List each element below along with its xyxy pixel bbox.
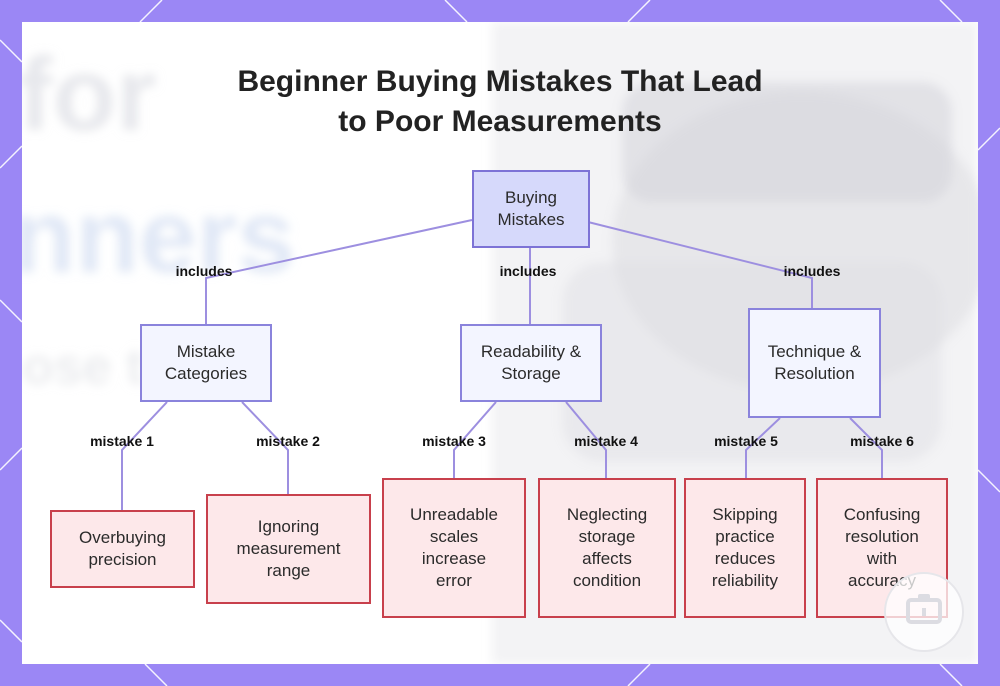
- node-label: Readability & Storage: [476, 341, 586, 385]
- connector-cat1-m1: [122, 402, 167, 510]
- node-label: Unreadable scales increase error: [402, 504, 506, 592]
- node-label: Technique & Resolution: [768, 341, 862, 385]
- node-label: Neglecting storage affects condition: [559, 504, 655, 592]
- edge-label-includes-1: includes: [176, 262, 233, 280]
- edge-label-mistake-4: mistake 4: [574, 432, 638, 450]
- edge-label-includes-3: includes: [784, 262, 841, 280]
- node-skipping-practice: Skipping practice reduces reliability: [684, 478, 806, 618]
- node-unreadable-scales: Unreadable scales increase error: [382, 478, 526, 618]
- edge-label-mistake-5: mistake 5: [714, 432, 778, 450]
- diagram-card: for nners ose t Beginner Buying Mistakes…: [22, 22, 978, 664]
- node-mistake-categories: Mistake Categories: [140, 324, 272, 402]
- edge-label-includes-2: includes: [500, 262, 557, 280]
- node-label: Buying Mistakes: [480, 187, 582, 231]
- connector-root-cat3: [588, 222, 812, 308]
- connector-root-cat1: [206, 220, 472, 324]
- watermark-logo-icon: [882, 570, 966, 654]
- node-overbuying-precision: Overbuying precision: [50, 510, 195, 588]
- node-label: Overbuying precision: [70, 527, 176, 571]
- node-label: Mistake Categories: [158, 341, 254, 385]
- node-neglecting-storage: Neglecting storage affects condition: [538, 478, 676, 618]
- edge-label-mistake-2: mistake 2: [256, 432, 320, 450]
- edge-label-mistake-6: mistake 6: [850, 432, 914, 450]
- node-label: Skipping practice reduces reliability: [702, 504, 788, 592]
- edge-label-mistake-1: mistake 1: [90, 432, 154, 450]
- node-ignoring-measurement-range: Ignoring measurement range: [206, 494, 371, 604]
- edge-label-mistake-3: mistake 3: [422, 432, 486, 450]
- node-readability-storage: Readability & Storage: [460, 324, 602, 402]
- node-technique-resolution: Technique & Resolution: [748, 308, 881, 418]
- node-label: Ignoring measurement range: [227, 516, 351, 582]
- node-buying-mistakes: Buying Mistakes: [472, 170, 590, 248]
